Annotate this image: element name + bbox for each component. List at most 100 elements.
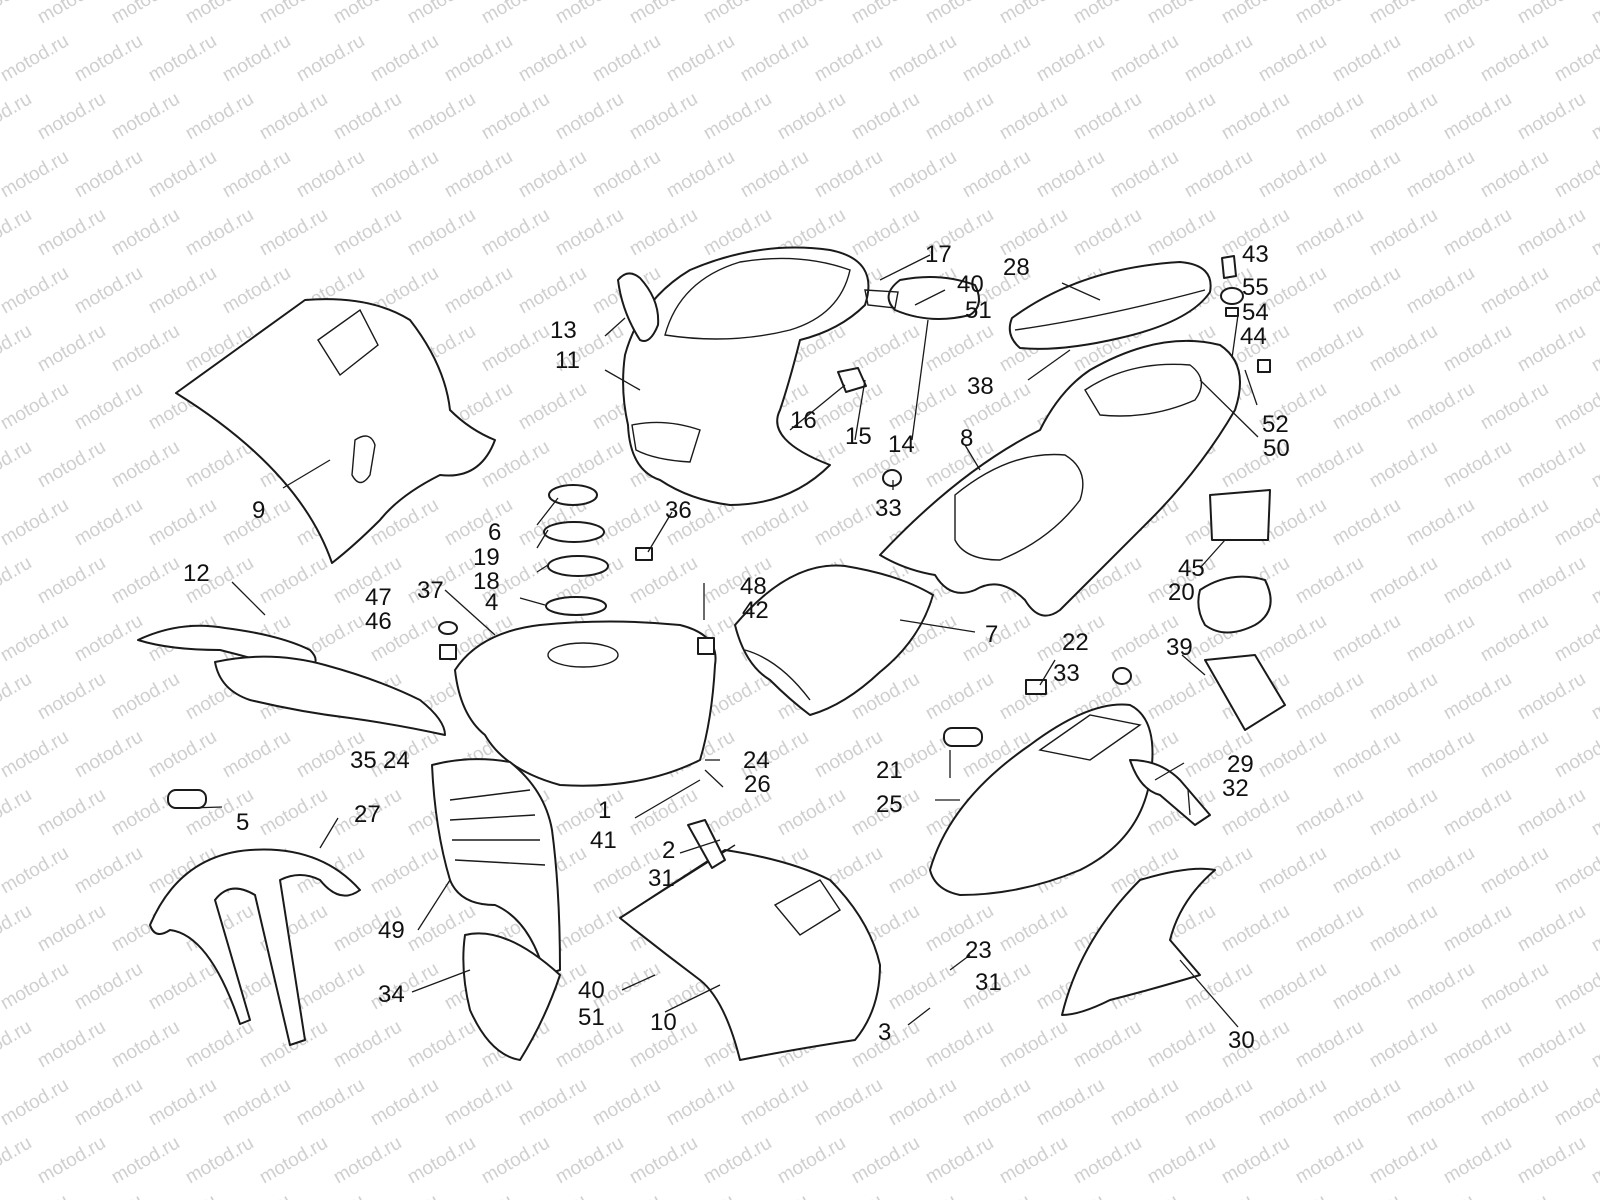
callout-c33b: 33	[1053, 660, 1080, 687]
part-pillion-seat	[1008, 261, 1212, 350]
callout-c54: 54	[1242, 299, 1269, 326]
parts-layer	[137, 246, 1286, 1061]
callout-c16: 16	[790, 407, 817, 434]
part-lower-side-panel	[214, 655, 446, 736]
callout-c44: 44	[1240, 323, 1267, 350]
callout-c52: 52	[1262, 411, 1289, 438]
callout-c43: 43	[1242, 241, 1269, 268]
part-washer-47	[438, 621, 458, 635]
callout-c31b: 31	[975, 969, 1002, 996]
part-radiator-guard-fins	[449, 789, 546, 866]
callout-c1: 1	[598, 797, 611, 824]
part-tool-roll	[1197, 575, 1272, 634]
leader-lines	[189, 254, 1259, 1028]
callout-c40b: 40	[578, 977, 605, 1004]
callout-c21: 21	[876, 757, 903, 784]
part-cap-flange	[547, 555, 609, 577]
part-cap-gasket	[543, 521, 605, 543]
callout-c27: 27	[354, 801, 381, 828]
callout-c5: 5	[236, 809, 249, 836]
callout-c26: 26	[744, 771, 771, 798]
part-tool-pouch	[1209, 489, 1271, 541]
callout-c38: 38	[967, 373, 994, 400]
part-left-fairing-vent	[317, 308, 379, 377]
part-clip-22	[1025, 679, 1047, 695]
callout-c10: 10	[650, 1009, 677, 1036]
callout-c2: 2	[662, 837, 675, 864]
callout-c18: 18	[473, 568, 500, 595]
callout-c34: 34	[378, 981, 405, 1008]
callout-c13: 13	[550, 317, 577, 344]
callout-c28: 28	[1003, 254, 1030, 281]
callout-c12: 12	[183, 560, 210, 587]
part-rider-seat-edge	[744, 649, 811, 701]
part-right-mirror	[887, 276, 980, 320]
callout-c45: 45	[1178, 555, 1205, 582]
callout-c11: 11	[555, 347, 580, 374]
callout-c24a: 24	[383, 747, 410, 774]
callout-c48: 48	[740, 573, 767, 600]
part-tank-o-ring	[545, 596, 607, 616]
callout-c8: 8	[960, 425, 973, 452]
part-rear-hugger	[1061, 867, 1216, 1016]
callout-c15: 15	[845, 423, 872, 450]
part-rear-reflector	[943, 727, 983, 747]
part-grommet-lower	[1112, 667, 1132, 685]
callout-c25: 25	[876, 791, 903, 818]
callout-c39: 39	[1166, 634, 1193, 661]
part-left-fairing-slot	[351, 435, 376, 484]
part-fuel-tank-filler	[547, 642, 619, 668]
part-front-fairing-intake	[631, 421, 701, 463]
callout-c47: 47	[365, 584, 392, 611]
part-bush-46	[439, 644, 457, 660]
part-bush-42	[697, 637, 715, 655]
part-front-fender	[149, 848, 361, 1046]
callout-c51b: 51	[578, 1004, 605, 1031]
callout-c33a: 33	[875, 495, 902, 522]
callout-c50: 50	[1263, 435, 1290, 462]
callout-c7: 7	[985, 621, 998, 648]
callout-c42: 42	[742, 597, 769, 624]
part-seat-lock-nut	[1225, 307, 1239, 317]
part-tail-section	[879, 339, 1241, 617]
part-seat-lock-key	[1221, 255, 1237, 279]
part-front-fairing-screen	[664, 257, 851, 340]
part-left-fairing	[175, 298, 496, 564]
part-rear-undertray-tray	[1038, 714, 1142, 761]
callout-c55: 55	[1242, 274, 1269, 301]
part-left-mirror	[617, 272, 660, 342]
part-seat-lock-barrel	[1220, 287, 1244, 305]
part-document-bag	[1204, 654, 1286, 731]
part-lower-fairing	[619, 849, 881, 1061]
callout-c3: 3	[878, 1019, 891, 1046]
callout-c22: 22	[1062, 629, 1089, 656]
callout-c35: 35	[350, 747, 377, 774]
callout-c46: 46	[365, 608, 392, 635]
part-radiator-guard	[431, 758, 561, 976]
part-grommet-upper	[882, 469, 902, 487]
part-front-reflector	[167, 789, 207, 809]
callout-c40a: 40	[957, 271, 984, 298]
callout-c49: 49	[378, 917, 405, 944]
callout-c4: 4	[485, 589, 498, 616]
callout-c51a: 51	[965, 297, 992, 324]
callout-c30: 30	[1228, 1027, 1255, 1054]
part-right-mirror-mount	[864, 289, 899, 309]
part-rider-seat	[734, 564, 934, 716]
part-fuel-cap	[548, 484, 598, 506]
part-pillion-seat-edge	[1014, 289, 1206, 331]
callout-c17: 17	[925, 241, 952, 268]
callout-c32: 32	[1222, 775, 1249, 802]
callout-c9: 9	[252, 497, 265, 524]
callout-c20: 20	[1168, 579, 1195, 606]
part-tail-seat-recess	[954, 453, 1084, 561]
callout-c19: 19	[473, 544, 500, 571]
callout-c41: 41	[590, 827, 617, 854]
callout-c31a: 31	[648, 865, 675, 892]
callout-c14: 14	[888, 431, 915, 458]
part-lower-fairing-vent	[773, 879, 841, 936]
callout-c6: 6	[488, 519, 501, 546]
part-fuel-tank	[454, 620, 717, 787]
